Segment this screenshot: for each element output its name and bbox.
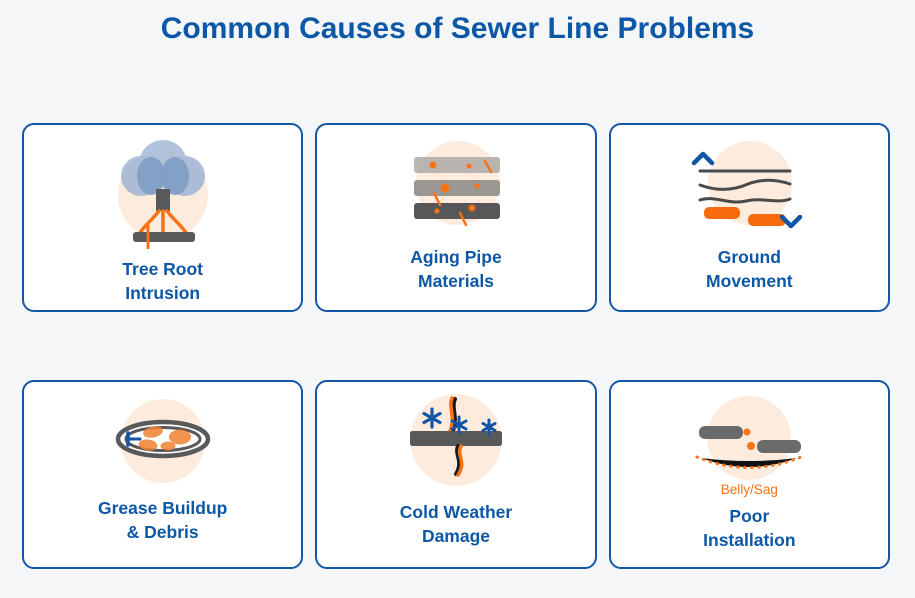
card-label-line: Damage	[421, 526, 491, 546]
poor-installation-icon	[687, 396, 811, 480]
cold-weather-icon	[398, 388, 514, 492]
card-label-line: Poor	[729, 506, 770, 526]
card-tree-root-intrusion: Tree Root Intrusion	[22, 123, 304, 312]
card-label: Poor Installation	[703, 504, 795, 552]
tree-root-icon	[103, 137, 223, 250]
card-label-line: Cold Weather	[399, 502, 513, 522]
ground-movement-icon	[684, 137, 814, 237]
card-poor-installation: Belly/Sag Poor Installation	[608, 380, 890, 569]
belly-sag-annotation: Belly/Sag	[720, 482, 778, 497]
card-label: Ground Movement	[706, 245, 793, 293]
card-label-line: Grease Buildup	[97, 498, 228, 518]
card-label-line: Movement	[706, 271, 793, 291]
card-aging-pipe-materials: Aging Pipe Materials	[315, 123, 597, 312]
grease-buildup-icon	[103, 394, 223, 488]
card-grease-buildup-debris: Grease Buildup & Debris	[22, 380, 304, 569]
snowflake-icon	[450, 415, 468, 435]
card-label-line: Materials	[418, 271, 494, 291]
card-label: Grease Buildup & Debris	[98, 496, 227, 544]
card-cold-weather-damage: Cold Weather Damage	[315, 380, 597, 569]
card-label: Tree Root Intrusion	[122, 257, 203, 305]
card-ground-movement: Ground Movement	[608, 123, 890, 312]
card-label: Aging Pipe Materials	[410, 245, 501, 293]
card-label-line: Installation	[703, 530, 796, 550]
chevron-up-icon	[692, 151, 715, 166]
card-label-line: Tree Root	[122, 259, 204, 279]
page-title: Common Causes of Sewer Line Problems	[160, 12, 755, 45]
card-label-line: Aging Pipe	[410, 247, 502, 267]
cards-grid: Tree Root Intrusion Aging P	[22, 123, 890, 569]
card-label-line: Ground	[717, 247, 781, 267]
snowflake-icon	[422, 407, 442, 429]
aging-pipe-icon	[396, 137, 516, 237]
chevron-down-icon	[780, 214, 803, 229]
card-label-line: Intrusion	[125, 283, 201, 303]
card-label-line: & Debris	[126, 522, 199, 542]
card-label: Cold Weather Damage	[400, 500, 512, 548]
snowflake-icon	[481, 418, 497, 436]
